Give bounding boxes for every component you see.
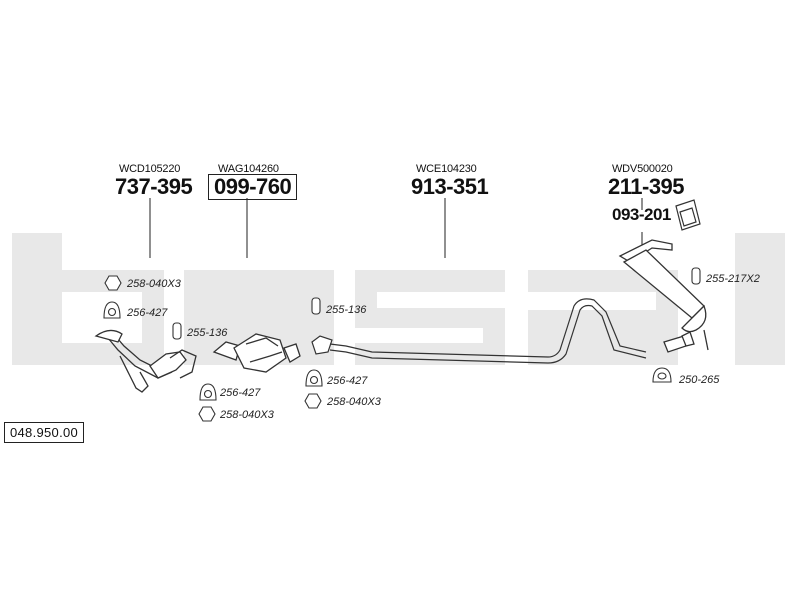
- rear-silencer-drawing: [618, 239, 709, 353]
- leader-lines: [149, 198, 643, 258]
- middle-pipe-drawing: [311, 298, 647, 364]
- part-number-hanger-bracket[interactable]: 093-201: [612, 205, 671, 224]
- nut-icon: [104, 275, 122, 291]
- small-part-label[interactable]: 255-217X2: [706, 273, 760, 285]
- small-part-label[interactable]: 255-136: [326, 304, 367, 316]
- part-number-rear-silencer[interactable]: 211-395: [608, 174, 685, 199]
- gasket-icon: [103, 301, 121, 319]
- rubber-ring-icon: [652, 367, 672, 383]
- nut-icon: [198, 406, 216, 422]
- hanger-bracket-drawing: [675, 199, 701, 231]
- part-ref-catalytic-converter: WAG104260: [218, 163, 279, 175]
- small-part-label[interactable]: 255-136: [187, 327, 228, 339]
- gasket-icon: [199, 383, 217, 401]
- small-part-label[interactable]: 256-427: [220, 387, 261, 399]
- small-part-label[interactable]: 258-040X3: [127, 278, 181, 290]
- hanger-icon: [691, 267, 701, 285]
- small-part-label[interactable]: 256-427: [127, 307, 168, 319]
- part-ref-rear-silencer: WDV500020: [612, 163, 673, 175]
- small-part-label[interactable]: 256-427: [327, 375, 368, 387]
- small-part-label[interactable]: 258-040X3: [220, 409, 274, 421]
- part-number-catalytic-converter[interactable]: 099-760: [208, 174, 298, 200]
- gasket-icon: [305, 369, 323, 387]
- nut-icon: [304, 393, 322, 409]
- small-part-label[interactable]: 258-040X3: [327, 396, 381, 408]
- part-number-middle-pipe[interactable]: 913-351: [411, 174, 489, 199]
- part-number-front-pipe[interactable]: 737-395: [115, 174, 193, 199]
- clamp-icon: [172, 322, 182, 340]
- front-pipe-drawing: [94, 329, 197, 393]
- part-ref-middle-pipe: WCE104230: [416, 163, 477, 175]
- small-part-label[interactable]: 250-265: [679, 374, 720, 386]
- catalytic-converter-drawing: [212, 333, 301, 373]
- catalog-number: 048.950.00: [4, 422, 85, 443]
- clamp-icon: [311, 297, 321, 315]
- part-ref-front-pipe: WCD105220: [119, 163, 181, 175]
